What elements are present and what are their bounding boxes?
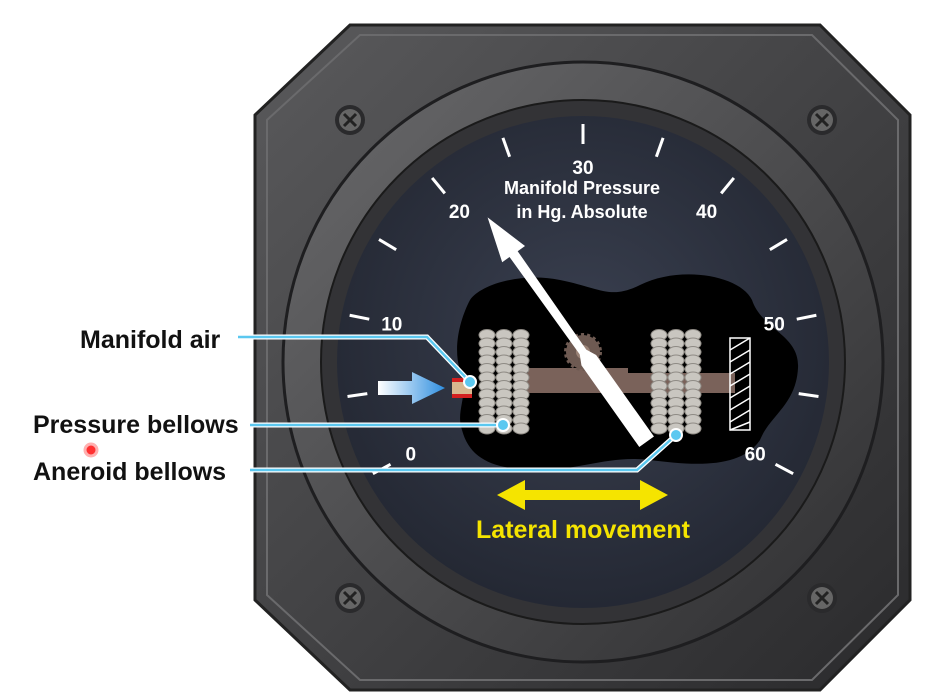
bellows-segment — [650, 422, 668, 435]
pressure-bellows — [478, 329, 530, 435]
dial-tick — [796, 313, 817, 321]
dial-label-10: 10 — [381, 315, 402, 336]
dial-tick — [430, 176, 446, 195]
dial-label-20: 20 — [449, 202, 470, 223]
dial-tick — [347, 392, 368, 398]
dial-tick — [501, 137, 512, 158]
bellows-segment — [684, 422, 702, 435]
bezel-screws — [335, 105, 837, 613]
callout-manifold-air: Manifold air — [80, 326, 221, 354]
dial-label-60: 60 — [745, 445, 766, 466]
dial-tick-labels: 0 10 20 30 40 50 60 — [381, 158, 785, 466]
air-flow-arrow-icon — [378, 372, 445, 404]
lateral-movement-label: Lateral movement — [476, 516, 691, 544]
callout-lines — [238, 334, 678, 473]
callout-aneroid-bellows: Aneroid bellows — [33, 458, 226, 486]
dial-title-line2: in Hg. Absolute — [516, 202, 647, 222]
dial-tick — [378, 238, 397, 252]
dial-tick — [769, 238, 788, 252]
callout-pressure-bellows: Pressure bellows — [33, 411, 239, 439]
bellows-segment — [512, 422, 530, 435]
cursor-indicator — [83, 442, 99, 458]
dial-tick — [720, 176, 736, 195]
gauge-needle — [487, 217, 654, 447]
dial-ticks — [347, 124, 819, 476]
dial-tick — [654, 137, 665, 158]
dial-label-50: 50 — [764, 315, 785, 336]
callout-dots — [463, 375, 683, 442]
dial-tick — [798, 392, 819, 398]
dial-label-40: 40 — [696, 202, 717, 223]
dial-label-0: 0 — [406, 445, 417, 466]
dial-label-30: 30 — [572, 158, 593, 179]
dial-tick — [774, 463, 794, 476]
lateral-movement-arrow-icon — [497, 480, 668, 510]
fixed-mount-hatch — [729, 337, 751, 431]
aneroid-bellows — [650, 329, 702, 435]
dial-tick — [349, 313, 370, 321]
dial-title-line1: Manifold Pressure — [504, 178, 660, 198]
